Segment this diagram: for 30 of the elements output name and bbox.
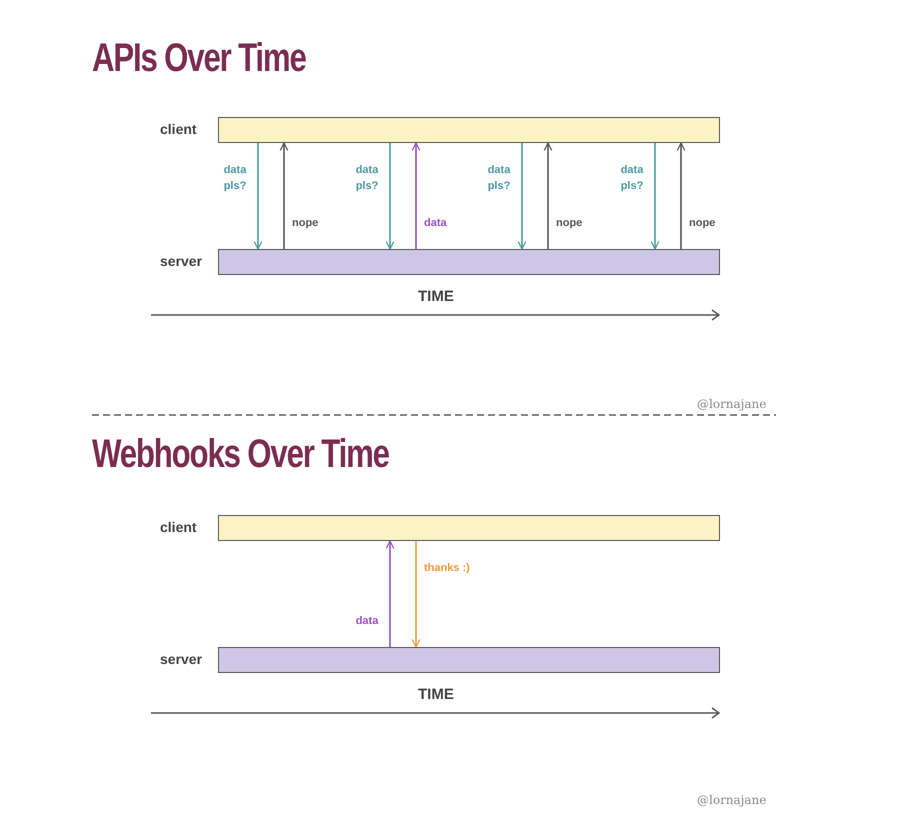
lane-label: client [160,121,197,137]
arrow [254,143,262,250]
arrow [676,142,686,249]
edge-label: nope [556,216,582,231]
heading: Webhooks Over Time [92,432,389,477]
heading: APIs Over Time [92,36,306,81]
lane-label: server [160,253,202,269]
signature: @lornajane [697,793,766,807]
edge-label: data pls? [486,163,512,194]
arrow [386,143,394,250]
edge-label: nope [292,216,318,231]
edge-label: nope [689,216,716,231]
edge-label: data [424,216,447,231]
edge-label: data [354,614,380,629]
arrow [650,143,660,250]
signature: @lornajane [697,397,766,411]
lane-label: client [160,519,197,535]
arrow [518,143,526,250]
edge-label: data pls? [222,163,248,194]
edge-label: data pls? [354,163,380,194]
lane-label: server [160,651,202,667]
arrow [386,540,394,647]
arrow [412,142,420,249]
arrow [412,541,420,648]
arrow [280,142,288,249]
edge-label: thanks :) [424,561,470,576]
axis-label: TIME [418,288,454,305]
axis-label: TIME [418,686,454,703]
arrow [544,142,552,249]
edge-label: data pls? [620,163,644,194]
